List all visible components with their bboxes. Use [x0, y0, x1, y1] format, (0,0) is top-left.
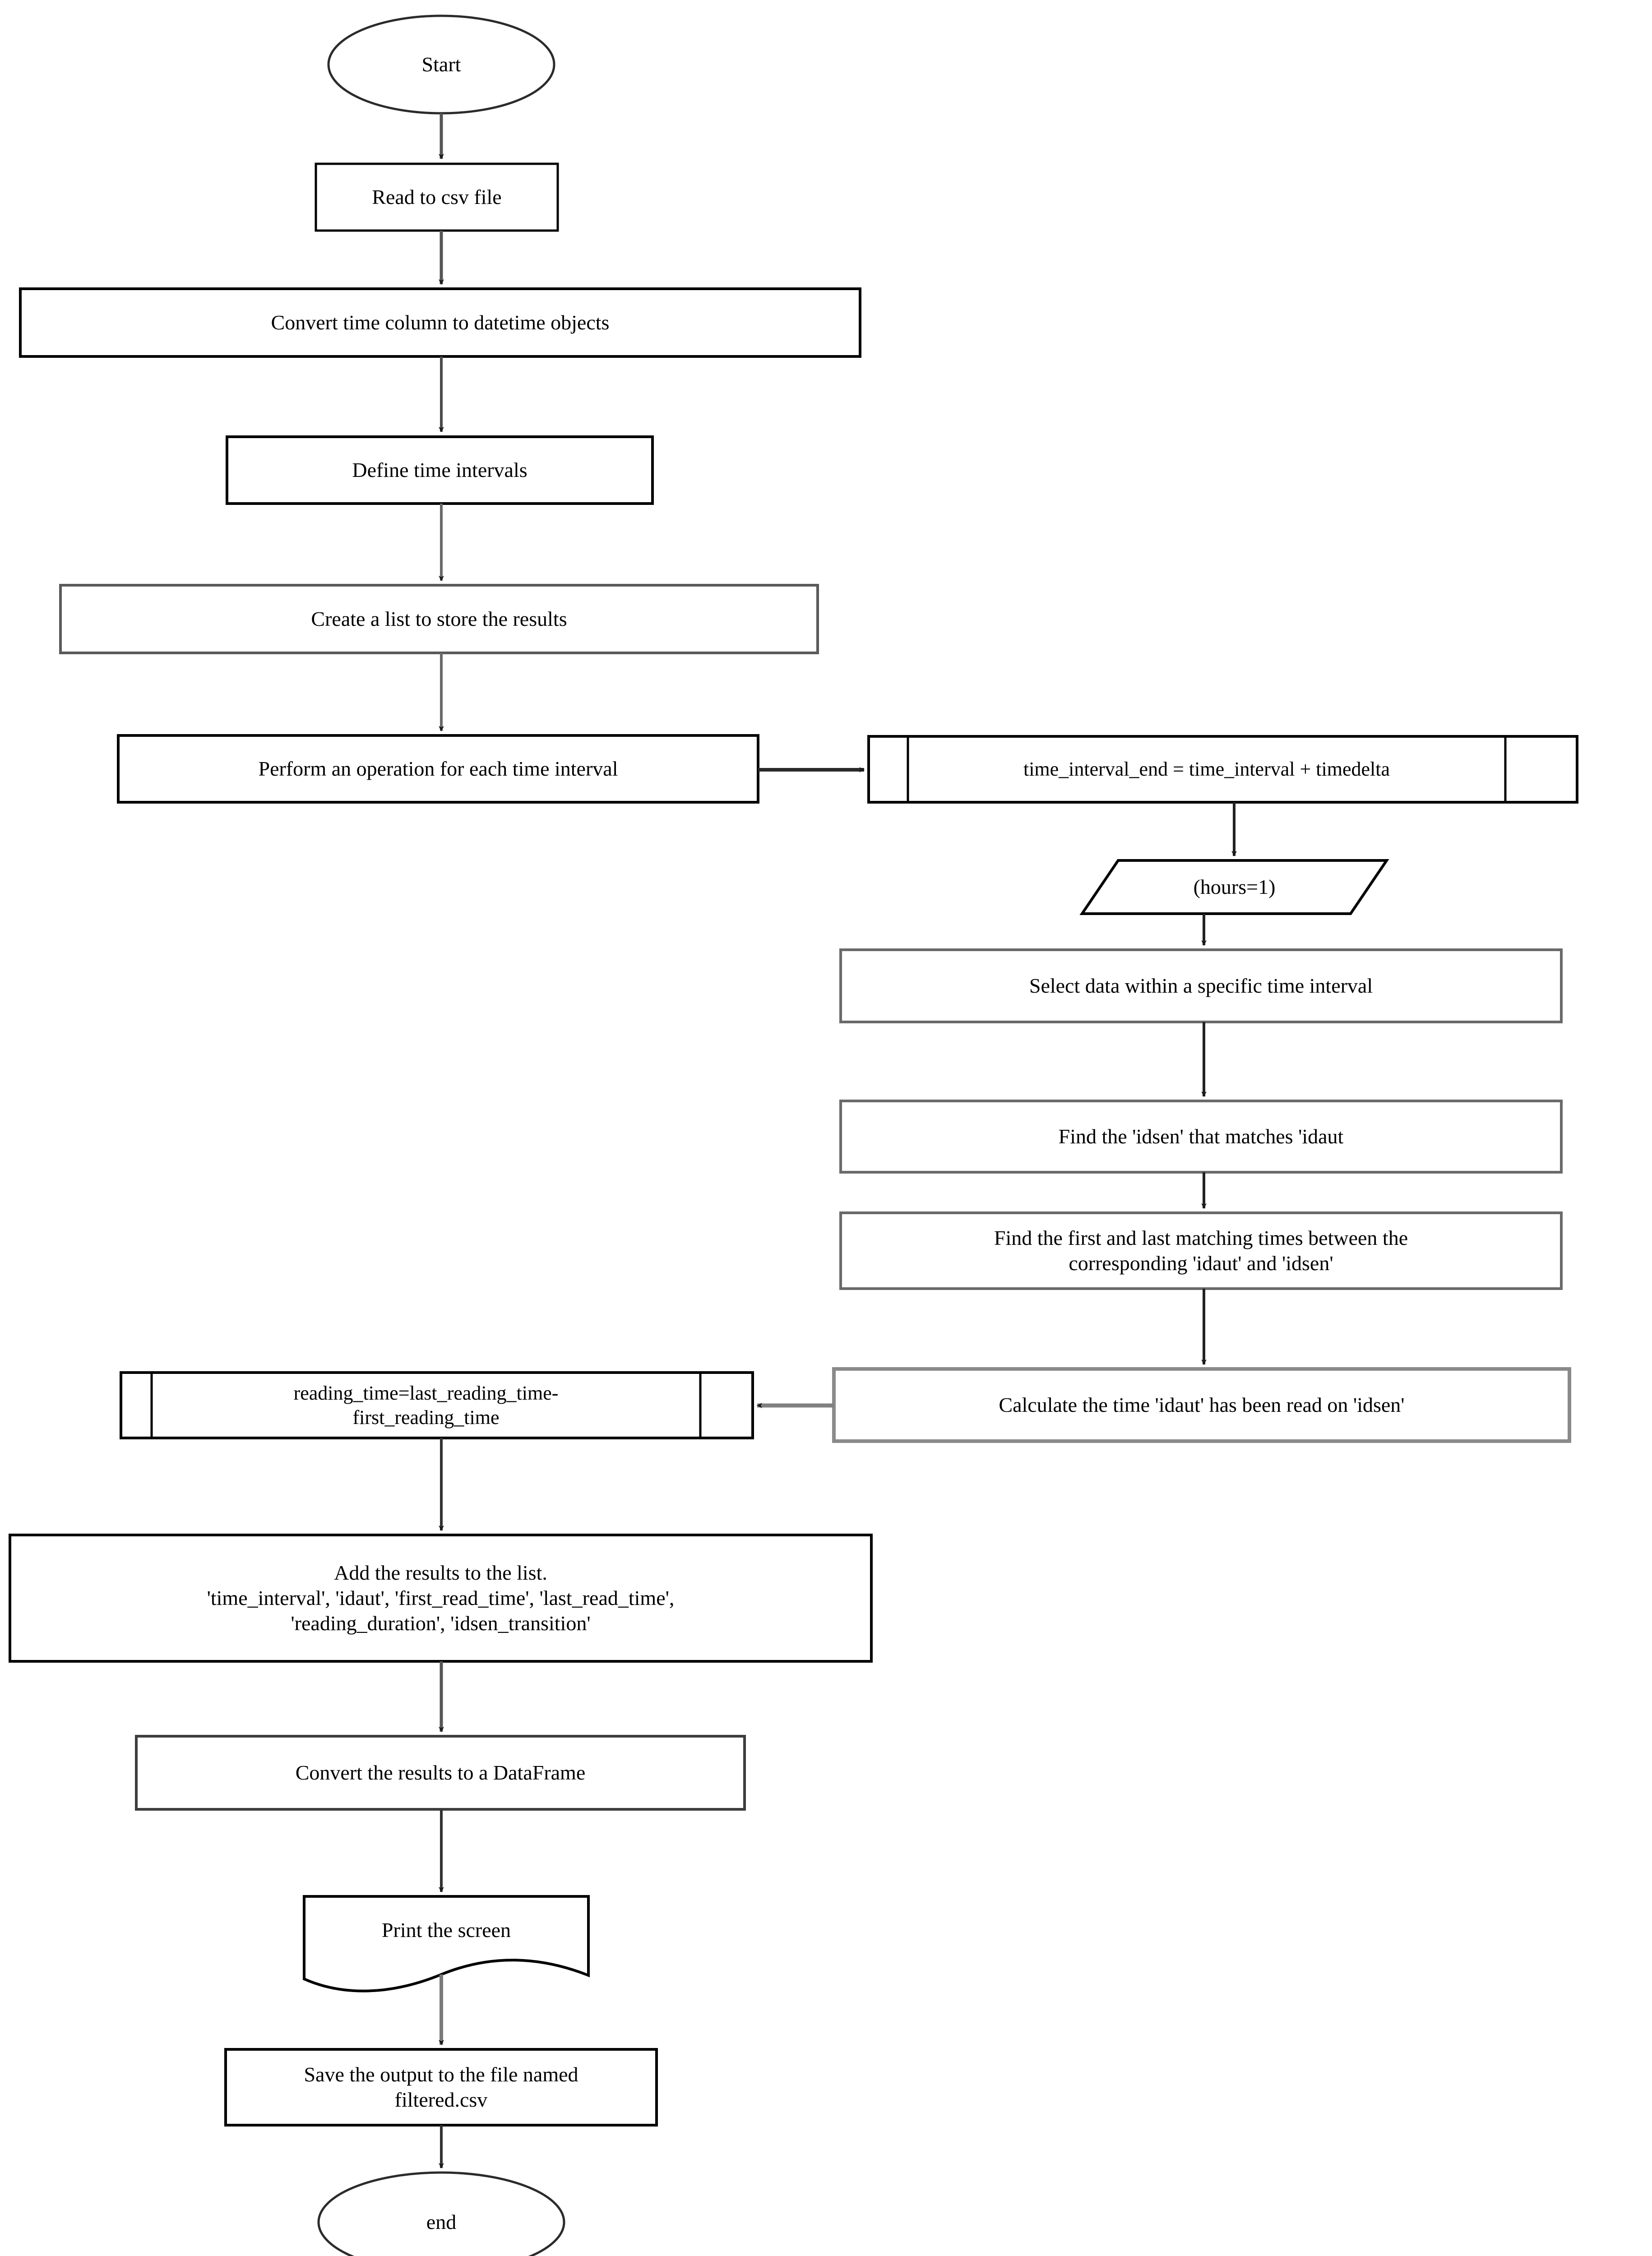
- node-reading-time-shape: [120, 1371, 754, 1439]
- node-find-idsen-shape: [839, 1100, 1563, 1174]
- node-find-first-last-shape: [839, 1211, 1563, 1290]
- node-add-results-shape: [9, 1534, 873, 1663]
- node-select-data-shape: [839, 948, 1563, 1023]
- node-calculate-time-shape: [832, 1367, 1571, 1443]
- node-print-screen-shape: [303, 1895, 590, 1992]
- node-to-dataframe-shape: [135, 1735, 746, 1811]
- node-save-file-shape: [224, 2048, 658, 2127]
- node-perform-operation-shape: [117, 734, 759, 804]
- node-start-shape: [327, 14, 555, 115]
- node-convert-time-shape: [19, 287, 861, 358]
- node-end-shape: [317, 2171, 565, 2256]
- node-read-csv-shape: [315, 162, 559, 232]
- node-interval-end-shape: [867, 735, 1578, 804]
- node-hours-one-shape: [1079, 859, 1389, 915]
- node-create-list-shape: [59, 584, 819, 654]
- node-define-intervals-shape: [226, 435, 654, 505]
